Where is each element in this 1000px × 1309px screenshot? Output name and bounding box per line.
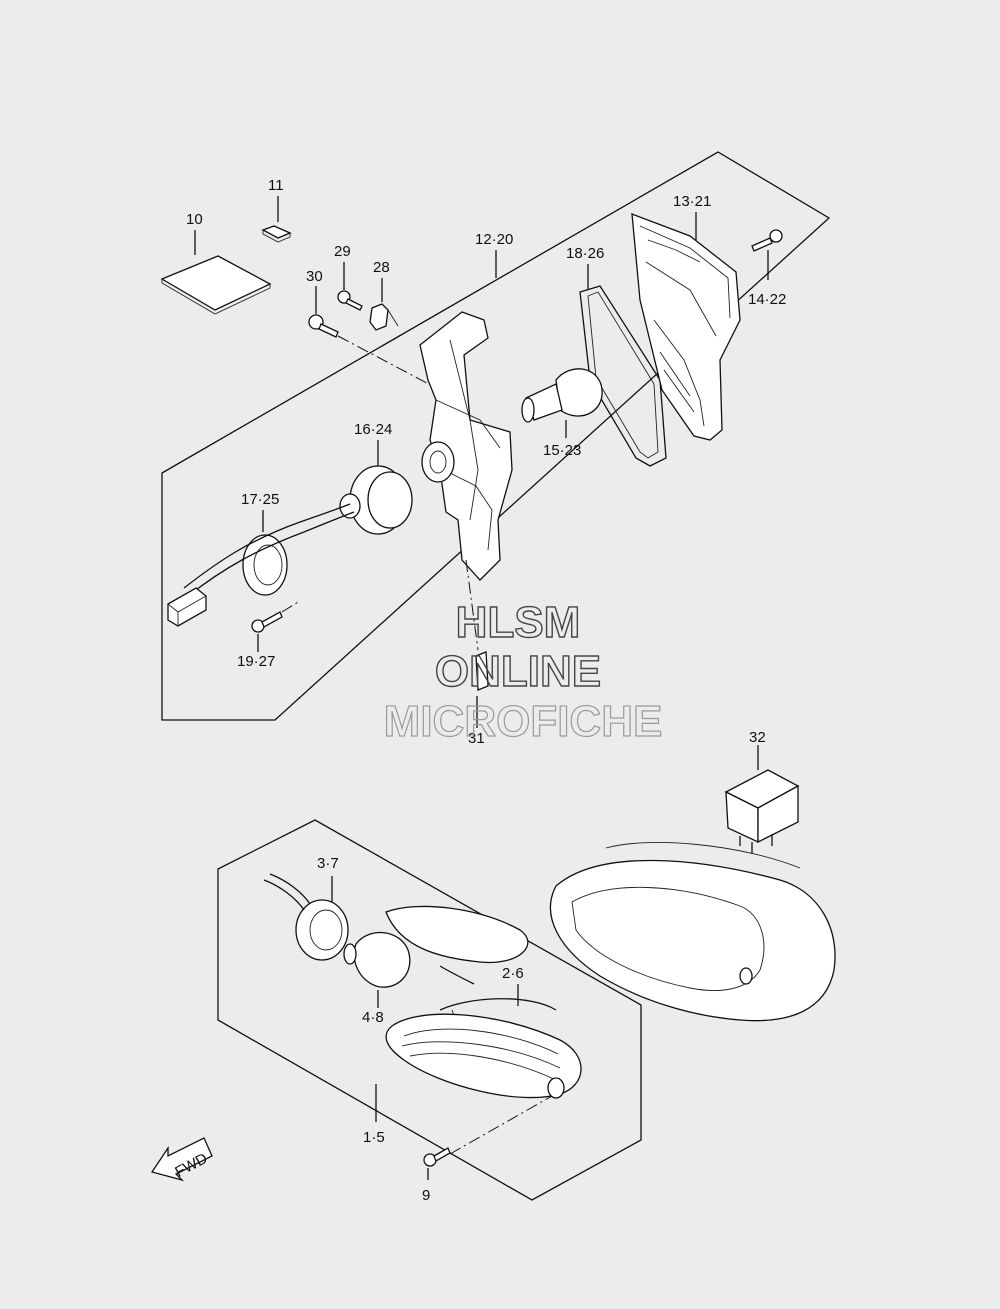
label-17-25: 17·25 — [241, 491, 279, 508]
label-32: 32 — [749, 729, 766, 746]
part-28-clip — [369, 278, 399, 331]
label-30: 30 — [306, 268, 323, 285]
part-12-20-housing — [419, 250, 513, 651]
label-3-7: 3·7 — [317, 855, 339, 872]
part-29-screw — [337, 262, 363, 311]
part-30-screw — [308, 286, 441, 391]
label-19-27: 19·27 — [237, 653, 275, 670]
label-13-21: 13·21 — [673, 193, 711, 210]
part-4-8-bulb — [343, 931, 475, 1008]
part-31-clip — [475, 651, 489, 728]
label-12-20: 12·20 — [475, 231, 513, 248]
label-15-23: 15·23 — [543, 442, 581, 459]
fwd-arrow: FWD — [150, 1137, 213, 1182]
label-28: 28 — [373, 259, 390, 276]
watermark-line2: ONLINE — [435, 647, 601, 696]
part-3-7-socket — [263, 873, 349, 961]
mirror-body — [385, 842, 836, 1022]
part-19-27-screw — [251, 601, 299, 652]
part-16-24-socket — [339, 440, 413, 535]
upper-assembly-frame — [161, 151, 831, 721]
label-10: 10 — [186, 211, 203, 228]
part-14-22-screw — [751, 229, 783, 280]
label-14-22: 14·22 — [748, 291, 786, 308]
part-10-sheet — [160, 230, 272, 315]
watermark-line1: HLSM — [456, 598, 581, 647]
part-11-block — [261, 196, 292, 243]
label-16-24: 16·24 — [354, 421, 392, 438]
label-9: 9 — [422, 1187, 430, 1204]
part-32-relay — [724, 745, 800, 854]
lower-assembly-frame — [217, 819, 642, 1201]
label-29: 29 — [334, 243, 351, 260]
part-17-25-grommet — [167, 503, 355, 627]
part-15-23-bulb — [521, 368, 603, 438]
part-1-5-lens — [375, 1013, 582, 1155]
label-2-6: 2·6 — [502, 965, 524, 982]
watermark-line3: MICROFICHE — [384, 697, 663, 746]
label-31: 31 — [468, 730, 485, 747]
label-4-8: 4·8 — [362, 1009, 384, 1026]
label-11: 11 — [268, 177, 284, 194]
label-18-26: 18·26 — [566, 245, 604, 262]
label-1-5: 1·5 — [363, 1129, 385, 1146]
part-9-screw — [423, 1147, 451, 1180]
part-13-21-lens — [631, 212, 741, 441]
